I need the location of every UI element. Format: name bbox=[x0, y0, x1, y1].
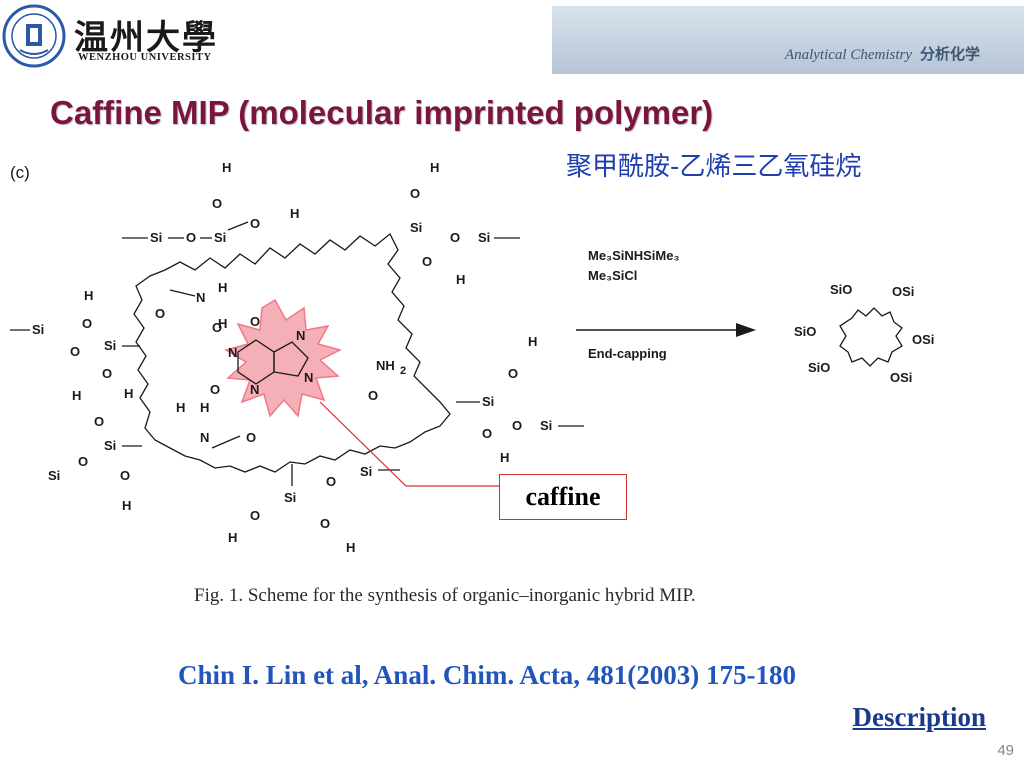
svg-text:O: O bbox=[78, 454, 88, 469]
svg-text:O: O bbox=[422, 254, 432, 269]
slide-subtitle-cn: 聚甲酰胺-乙烯三乙氧硅烷 bbox=[566, 152, 862, 182]
svg-text:Si: Si bbox=[360, 464, 372, 479]
svg-text:O: O bbox=[450, 230, 460, 245]
svg-text:O: O bbox=[250, 508, 260, 523]
svg-text:H: H bbox=[456, 272, 465, 287]
svg-text:O: O bbox=[94, 414, 104, 429]
svg-text:O: O bbox=[250, 314, 260, 329]
reagent-1: Me₃SiNHSiMe₃ bbox=[588, 248, 679, 263]
svg-text:O: O bbox=[410, 186, 420, 201]
polymer-backbone bbox=[133, 232, 451, 473]
svg-text:Si: Si bbox=[214, 230, 226, 245]
svg-text:H: H bbox=[122, 498, 131, 513]
svg-text:Si: Si bbox=[478, 230, 490, 245]
svg-text:O: O bbox=[155, 306, 165, 321]
svg-text:Si: Si bbox=[104, 338, 116, 353]
caffine-callout-label: caffine bbox=[525, 482, 601, 511]
svg-text:H: H bbox=[84, 288, 93, 303]
svg-text:SiO: SiO bbox=[830, 282, 852, 297]
svg-text:H: H bbox=[290, 206, 299, 221]
svg-text:O: O bbox=[326, 474, 336, 489]
arrow-label: End-capping bbox=[588, 346, 667, 361]
svg-text:Si: Si bbox=[482, 394, 494, 409]
svg-text:N: N bbox=[250, 382, 259, 397]
svg-text:Si: Si bbox=[540, 418, 552, 433]
svg-text:O: O bbox=[508, 366, 518, 381]
university-name-cn: 温州大學 bbox=[74, 18, 218, 58]
svg-text:O: O bbox=[212, 196, 222, 211]
svg-text:O: O bbox=[368, 388, 378, 403]
caffeine-highlight-burst bbox=[224, 298, 343, 418]
svg-text:H: H bbox=[346, 540, 355, 555]
svg-text:O: O bbox=[120, 468, 130, 483]
svg-text:Si: Si bbox=[410, 220, 422, 235]
svg-text:SiO: SiO bbox=[808, 360, 830, 375]
header-banner: Analytical Chemistry 分析化学 bbox=[552, 6, 1024, 74]
svg-text:Si: Si bbox=[104, 438, 116, 453]
svg-text:O: O bbox=[82, 316, 92, 331]
slide-title: Caffine MIP (molecular imprinted polymer… bbox=[50, 94, 714, 131]
svg-text:O: O bbox=[250, 216, 260, 231]
svg-text:H: H bbox=[72, 388, 81, 403]
svg-text:O: O bbox=[512, 418, 522, 433]
university-seal-icon bbox=[2, 4, 66, 68]
svg-text:H: H bbox=[218, 280, 227, 295]
svg-text:H: H bbox=[430, 160, 439, 175]
svg-text:H: H bbox=[124, 386, 133, 401]
svg-text:N: N bbox=[200, 430, 209, 445]
svg-text:N: N bbox=[304, 370, 313, 385]
end-capped-product: SiO OSi SiO OSi SiO OSi bbox=[794, 282, 934, 385]
svg-text:Si: Si bbox=[32, 322, 44, 337]
svg-text:Si: Si bbox=[48, 468, 60, 483]
svg-text:OSi: OSi bbox=[892, 284, 914, 299]
university-name-en: WENZHOU UNIVERSITY bbox=[78, 52, 212, 63]
svg-text:N: N bbox=[296, 328, 305, 343]
svg-text:N: N bbox=[196, 290, 205, 305]
description-link[interactable]: Description bbox=[852, 702, 986, 732]
caffeine-molecule: N N N N O O O bbox=[210, 314, 313, 397]
svg-text:Si: Si bbox=[284, 490, 296, 505]
svg-text:SiO: SiO bbox=[794, 324, 816, 339]
panel-label: (c) bbox=[10, 163, 30, 182]
course-title-cn: 分析化学 bbox=[919, 45, 980, 63]
caffine-callout-line bbox=[319, 401, 499, 487]
svg-text:H: H bbox=[222, 160, 231, 175]
svg-text:O: O bbox=[102, 366, 112, 381]
svg-text:2: 2 bbox=[400, 365, 406, 377]
svg-text:OSi: OSi bbox=[890, 370, 912, 385]
svg-text:O: O bbox=[210, 382, 220, 397]
svg-text:OSi: OSi bbox=[912, 332, 934, 347]
slide-header: 温州大學 WENZHOU UNIVERSITY Analytical Chemi… bbox=[0, 0, 1024, 80]
svg-text:Si: Si bbox=[150, 230, 162, 245]
svg-text:N: N bbox=[228, 345, 237, 360]
figure-caption: Fig. 1. Scheme for the synthesis of orga… bbox=[194, 585, 696, 606]
svg-text:O: O bbox=[212, 320, 222, 335]
reaction-arrow-head-icon bbox=[736, 323, 756, 337]
page-number: 49 bbox=[997, 742, 1014, 759]
reagent-2: Me₃SiCl bbox=[588, 268, 637, 283]
svg-text:H: H bbox=[176, 400, 185, 415]
course-title-en: Analytical Chemistry bbox=[784, 47, 912, 63]
svg-text:H: H bbox=[200, 400, 209, 415]
svg-text:O: O bbox=[70, 344, 80, 359]
svg-text:O: O bbox=[320, 516, 330, 531]
course-title: Analytical Chemistry 分析化学 bbox=[785, 43, 980, 64]
svg-text:O: O bbox=[482, 426, 492, 441]
svg-text:O: O bbox=[246, 430, 256, 445]
svg-text:H: H bbox=[228, 530, 237, 545]
svg-text:NH: NH bbox=[376, 358, 395, 373]
svg-text:H: H bbox=[528, 334, 537, 349]
svg-text:H: H bbox=[218, 316, 227, 331]
svg-text:H: H bbox=[500, 450, 509, 465]
reference-citation: Chin I. Lin et al, Anal. Chim. Acta, 481… bbox=[178, 660, 797, 690]
svg-text:O: O bbox=[186, 230, 196, 245]
caffine-callout: caffine bbox=[499, 474, 627, 520]
